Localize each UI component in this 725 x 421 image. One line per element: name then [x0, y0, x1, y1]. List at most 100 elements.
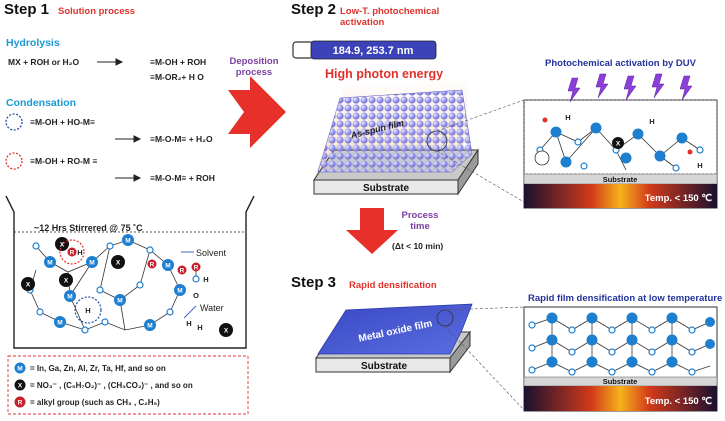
condensation-eq2-right: ≡M-O-M≡ + ROH	[150, 173, 215, 183]
metal-letter: M	[177, 288, 182, 295]
step2-subtitle: Low-T. photochemical activation	[340, 6, 440, 28]
water-pointer	[183, 305, 197, 319]
reaction-site-red-circle-icon	[59, 239, 85, 265]
zoom-line-step3-bottom	[444, 325, 525, 411]
water-h-letter: H	[186, 319, 191, 328]
alkyl-letter: R	[180, 268, 185, 275]
beaker-network-bonds	[29, 239, 181, 331]
anion-x-icon	[21, 277, 35, 291]
solvent-molecule-icon	[191, 262, 201, 283]
oxygen-atom-icon	[106, 242, 114, 250]
metal-atom-icon	[114, 294, 126, 306]
hydrolysis-eq-right1: ≡M-OH + ROH	[150, 57, 207, 67]
metal-letter: M	[165, 263, 170, 270]
anion-letter: X	[224, 328, 229, 335]
zoom-line-step3-top	[444, 306, 525, 311]
condensation-eq1-right: ≡M-O-M≡ + H₂O	[150, 134, 213, 144]
metal-letter: M	[67, 294, 72, 301]
legend-alkyl-icon	[14, 396, 26, 408]
legend-metal-icon	[14, 362, 26, 374]
beaker-network-nodes	[21, 234, 233, 337]
condensation-eq1-left: ≡M-OH + HO-M≡	[30, 117, 95, 127]
photon-energy-label: High photon energy	[325, 67, 444, 81]
step2-inset-temp-label: Temp. < 150 ℃	[645, 193, 713, 204]
legend-box	[7, 355, 249, 415]
alkyl-r-icon	[147, 259, 157, 269]
deposition-label: Deposition process	[229, 56, 279, 78]
hydrogen-letter: H	[77, 248, 82, 257]
alkyl-r-icon	[177, 265, 187, 275]
hydrolysis-heading: Hydrolysis	[6, 37, 60, 49]
anion-letter: X	[26, 282, 31, 289]
metal-oxide-film	[317, 303, 473, 355]
legend-x-text: = NO₃⁻ , (C₅H₇O₂)⁻ , (CH₃CO₂)⁻ , and so …	[30, 381, 193, 390]
oxygen-atom-icon	[146, 246, 154, 254]
metal-atom-icon	[44, 256, 56, 268]
anion-x-icon	[219, 323, 233, 337]
deposition-arrow-icon	[228, 76, 286, 148]
step3-title: Step 3	[291, 274, 337, 291]
hydrogen-letter: H	[697, 161, 702, 170]
solvent-h-letter: H	[203, 275, 208, 284]
step3-inset-title: Rapid film densification at low temperat…	[528, 293, 723, 304]
metal-atom-icon	[64, 290, 76, 302]
condensation-red-circle-icon	[5, 152, 23, 170]
step1-subtitle: Solution process	[58, 6, 136, 17]
metal-letter: M	[47, 260, 52, 267]
step2-inset	[523, 73, 718, 209]
step3-inset	[523, 306, 718, 412]
legend-anion-icon	[14, 379, 26, 391]
step3-subtitle: Rapid densification	[349, 280, 437, 291]
step2-title: Step 2	[291, 1, 337, 18]
legend-alkyl-letter: R	[18, 400, 23, 407]
legend-m-text: = In, Ga, Zn, Al, Zr, Ta, Hf, and so on	[30, 364, 166, 373]
step2-substrate-label: Substrate	[363, 183, 410, 194]
oxygen-atom-icon	[166, 308, 174, 316]
anion-x-icon	[111, 255, 125, 269]
hydrolysis-eq-left: MX + ROH or H₂O	[8, 57, 80, 67]
step2-inset-title: Photochemical activation by DUV	[545, 58, 696, 69]
process-time-value: (Δt < 10 min)	[392, 241, 444, 251]
step3-sample	[314, 303, 473, 374]
oxygen-atom-icon	[81, 326, 89, 334]
metal-letter: M	[89, 260, 94, 267]
alkyl-letter: R	[194, 265, 199, 272]
metal-atom-icon	[162, 259, 174, 271]
duv-lamp-icon	[292, 40, 437, 60]
metal-atom-icon	[86, 256, 98, 268]
oxygen-atom-icon	[32, 242, 40, 250]
alkyl-r-icon	[67, 247, 77, 257]
step1-title: Step 1	[4, 1, 50, 18]
metal-atom-icon	[54, 316, 66, 328]
oxygen-atom-icon	[36, 308, 44, 316]
process-time-arrow-icon	[346, 208, 398, 254]
water-label: Water	[200, 303, 224, 313]
oxygen-atom-icon	[96, 286, 104, 294]
anion-letter: X	[616, 141, 621, 148]
metal-letter: M	[57, 320, 62, 327]
legend-r-text: = alkyl group (such as CH₃ , C₂H₅)	[30, 398, 160, 407]
oxygen-atom-icon	[136, 281, 144, 289]
condensation-heading: Condensation	[6, 97, 76, 109]
equation-arrows	[97, 58, 142, 182]
beaker-title: ~12 Hrs Stirrered @ 75 ˚C	[34, 223, 143, 233]
solvent-label: Solvent	[196, 248, 227, 258]
anion-x-icon	[612, 137, 624, 149]
hydrogen-letter: H	[649, 117, 654, 126]
as-spun-film	[317, 89, 473, 173]
metal-atom-icon	[122, 234, 134, 246]
alkyl-letter: R	[150, 262, 155, 269]
lamp-wavelength-text: 184.9, 253.7 nm	[333, 45, 414, 57]
hydrogen-letter: H	[85, 306, 90, 315]
step3-substrate-label: Substrate	[361, 361, 408, 372]
step3-inset-substrate-label: Substrate	[603, 377, 638, 386]
beaker	[5, 195, 255, 349]
oxygen-atom-icon	[101, 318, 109, 326]
metal-atom-icon	[144, 319, 156, 331]
duv-lightning-icons	[567, 73, 693, 103]
metal-letter: M	[147, 323, 152, 330]
legend-metal-letter: M	[17, 366, 22, 373]
anion-x-icon	[55, 237, 69, 251]
anion-letter: X	[60, 242, 65, 249]
